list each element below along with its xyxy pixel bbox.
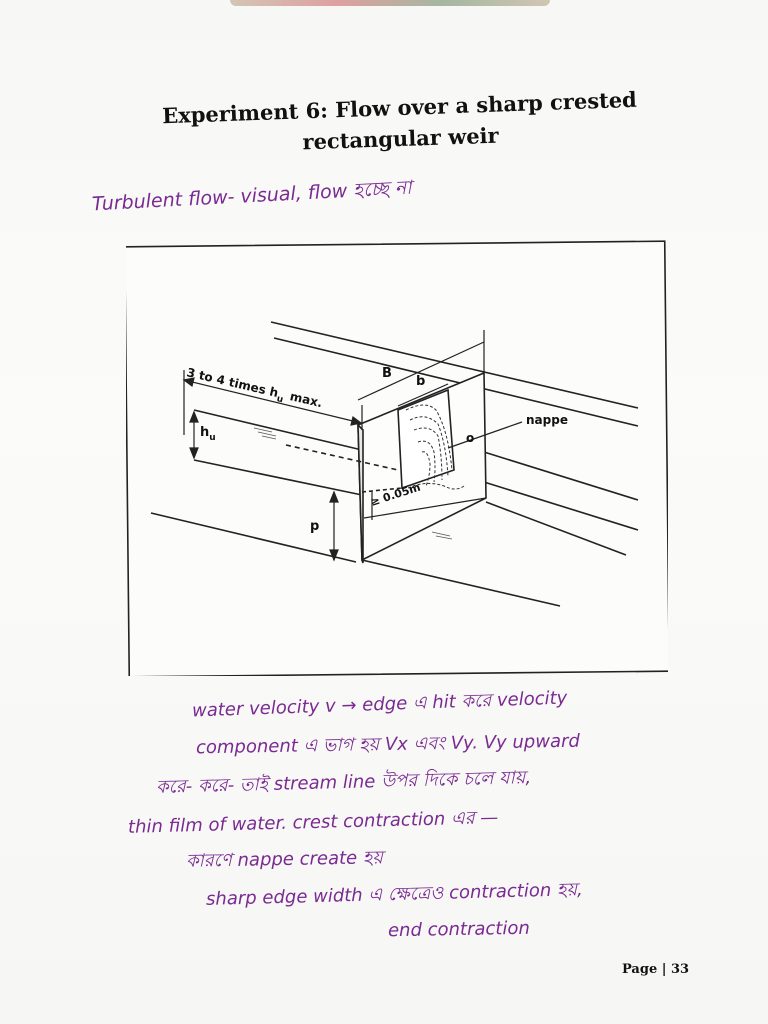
weir-plate-mid-line xyxy=(363,497,487,519)
weir-notch xyxy=(397,388,455,490)
downstream-bed-line xyxy=(485,501,627,556)
channel-far-wall-top-inner xyxy=(273,337,639,427)
water-hatch xyxy=(253,427,453,540)
channel-water-edge xyxy=(193,459,363,496)
dim-arrow-left xyxy=(182,377,195,388)
page-title: Experiment 6: Flow over a sharp crested … xyxy=(149,83,651,162)
weir-plate-edge xyxy=(357,423,364,564)
nappe-leader-line xyxy=(447,421,523,449)
handwritten-note-3: করে- করে- তাই stream line উপর দিকে চলে য… xyxy=(155,767,532,798)
B-dimension xyxy=(357,341,485,401)
label-b: b xyxy=(416,374,425,389)
channel-bed-far xyxy=(361,559,561,607)
hu-arrow-up xyxy=(189,410,199,423)
channel-far-wall-top xyxy=(270,321,639,409)
handwritten-note-6: sharp edge width এ ক্ষেত্রেও contraction… xyxy=(205,879,584,910)
dim-arrow-right xyxy=(350,415,363,426)
downstream-wall-line-2 xyxy=(483,481,639,531)
top-edge-decoration xyxy=(230,0,550,6)
handwritten-note-1: water velocity v → edge এ hit করে veloci… xyxy=(191,687,568,722)
upstream-length-dimension xyxy=(183,379,362,424)
downstream-wall-line xyxy=(483,451,639,501)
handwritten-note-7: end contraction xyxy=(387,917,530,942)
hu-arrow-down xyxy=(189,447,199,460)
p-arrow-up xyxy=(329,490,339,503)
label-B: B xyxy=(382,366,392,381)
water-surface-dashed xyxy=(285,444,399,471)
label-o: o xyxy=(466,431,474,445)
label-nappe: nappe xyxy=(526,413,568,427)
handwritten-note-4: thin film of water. crest contraction এর… xyxy=(127,807,499,838)
p-arrow-down xyxy=(329,549,339,562)
b-dimension xyxy=(397,383,449,407)
page-number: Page | 33 xyxy=(622,962,690,977)
label-p: p xyxy=(310,519,319,534)
handwritten-note-5: কারণে nappe create হয় xyxy=(185,847,384,872)
handwritten-note-2: component এ ভাগ হয় Vx এবং Vy. Vy upward xyxy=(195,730,581,759)
channel-near-wall-top xyxy=(193,409,363,451)
handwritten-heading-note: Turbulent flow- visual, flow হচ্ছে না xyxy=(91,176,413,216)
label-h: hu xyxy=(200,425,216,443)
channel-bed-near xyxy=(150,512,357,563)
nappe-jet xyxy=(405,404,465,490)
